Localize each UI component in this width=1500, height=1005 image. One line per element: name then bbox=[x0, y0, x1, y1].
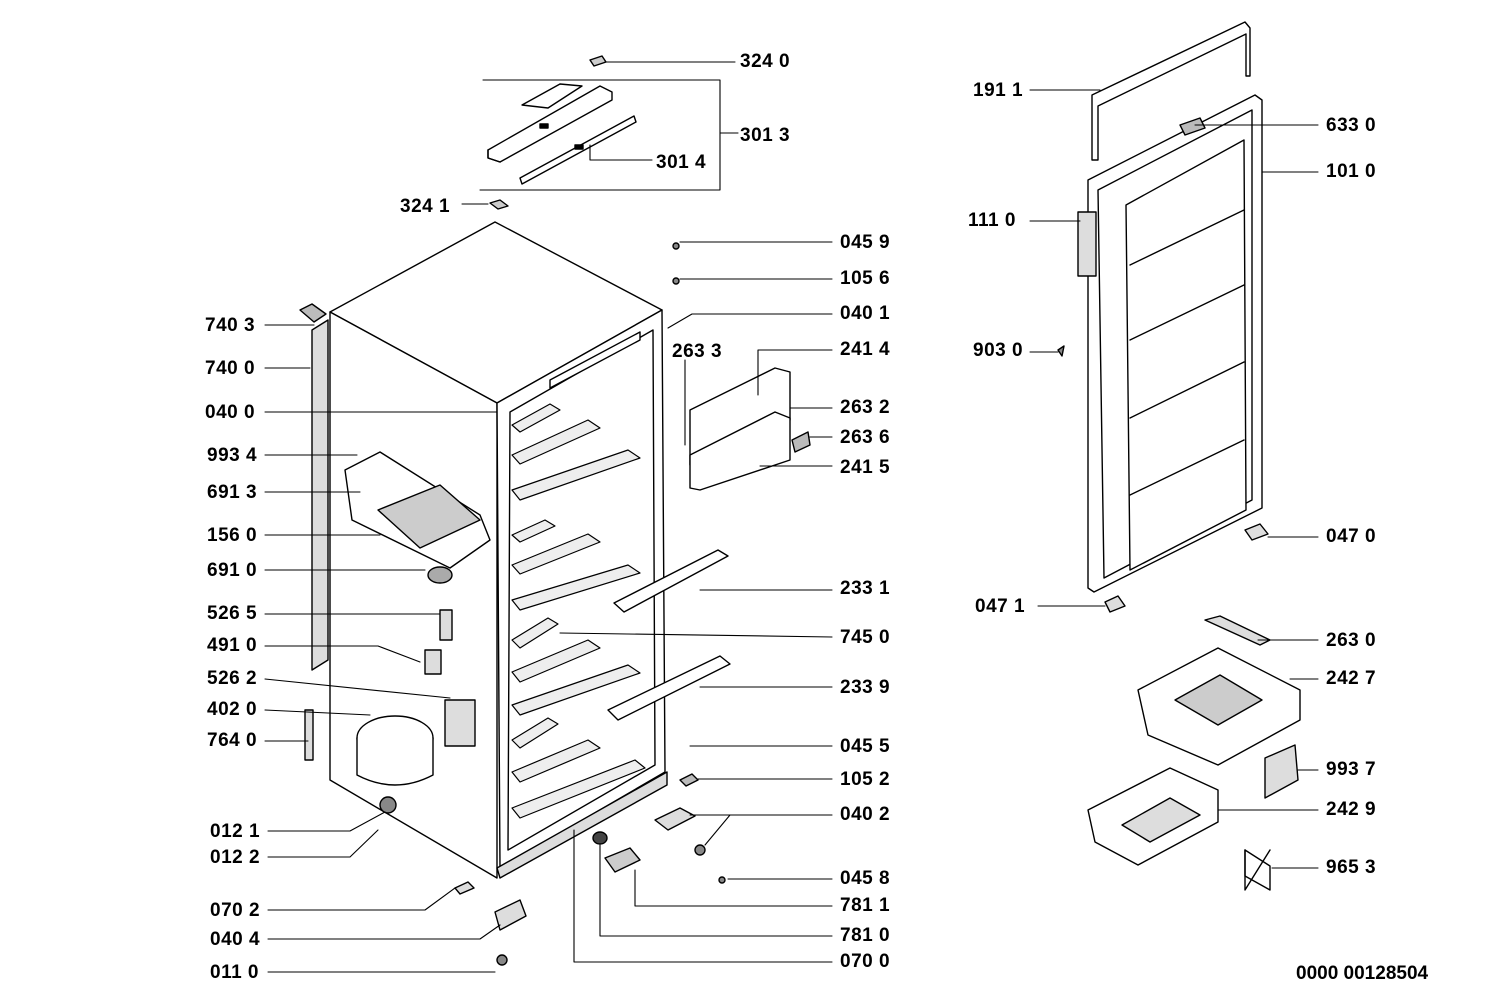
part-label-263-0: 263 0 bbox=[1326, 630, 1377, 651]
part-label-301-3: 301 3 bbox=[740, 125, 791, 146]
part-label-633-0: 633 0 bbox=[1326, 115, 1377, 136]
part-label-156-0: 156 0 bbox=[207, 525, 258, 546]
part-label-233-9: 233 9 bbox=[840, 677, 891, 698]
door-racks-drawing bbox=[454, 242, 811, 966]
part-label-491-0: 491 0 bbox=[207, 635, 258, 656]
part-label-324-0: 324 0 bbox=[740, 51, 791, 72]
part-label-241-5: 241 5 bbox=[840, 457, 891, 478]
part-label-012-1: 012 1 bbox=[210, 821, 261, 842]
part-label-070-0: 070 0 bbox=[840, 951, 891, 972]
part-label-781-0: 781 0 bbox=[840, 925, 891, 946]
part-label-045-5: 045 5 bbox=[840, 736, 891, 757]
part-label-101-0: 101 0 bbox=[1326, 161, 1377, 182]
leader-lines bbox=[264, 61, 1319, 973]
part-label-993-7: 993 7 bbox=[1326, 759, 1377, 780]
part-label-105-2: 105 2 bbox=[840, 769, 891, 790]
part-label-070-2: 070 2 bbox=[210, 900, 261, 921]
part-label-740-0: 740 0 bbox=[205, 358, 256, 379]
part-label-040-0: 040 0 bbox=[205, 402, 256, 423]
part-label-047-1: 047 1 bbox=[975, 596, 1026, 617]
part-label-691-0: 691 0 bbox=[207, 560, 258, 581]
part-label-045-9: 045 9 bbox=[840, 232, 891, 253]
part-label-233-1: 233 1 bbox=[840, 578, 891, 599]
part-label-040-4: 040 4 bbox=[210, 929, 261, 950]
part-label-241-4: 241 4 bbox=[840, 339, 891, 360]
drawers-drawing bbox=[1087, 615, 1301, 891]
part-label-526-2: 526 2 bbox=[207, 668, 258, 689]
document-number: 0000 00128504 bbox=[1296, 963, 1429, 984]
part-label-324-1: 324 1 bbox=[400, 196, 451, 217]
part-label-691-3: 691 3 bbox=[207, 482, 258, 503]
part-label-040-2: 040 2 bbox=[840, 804, 891, 825]
part-label-965-3: 965 3 bbox=[1326, 857, 1377, 878]
part-label-242-9: 242 9 bbox=[1326, 799, 1377, 820]
part-label-781-1: 781 1 bbox=[840, 895, 891, 916]
part-label-745-0: 745 0 bbox=[840, 627, 891, 648]
part-label-526-5: 526 5 bbox=[207, 603, 258, 624]
part-label-301-4: 301 4 bbox=[656, 152, 707, 173]
part-label-263-6: 263 6 bbox=[840, 427, 891, 448]
part-label-764-0: 764 0 bbox=[207, 730, 258, 751]
cabinet-drawing bbox=[299, 221, 668, 879]
part-label-993-4: 993 4 bbox=[207, 445, 258, 466]
part-label-242-7: 242 7 bbox=[1326, 668, 1377, 689]
part-label-012-2: 012 2 bbox=[210, 847, 261, 868]
part-label-111-0: 111 0 bbox=[968, 210, 1016, 231]
part-label-105-6: 105 6 bbox=[840, 268, 891, 289]
part-label-903-0: 903 0 bbox=[973, 340, 1024, 361]
door-drawing bbox=[1057, 21, 1269, 613]
part-label-040-1: 040 1 bbox=[840, 303, 891, 324]
part-label-263-3: 263 3 bbox=[672, 341, 723, 362]
part-label-402-0: 402 0 bbox=[207, 699, 258, 720]
part-label-047-0: 047 0 bbox=[1326, 526, 1377, 547]
part-label-045-8: 045 8 bbox=[840, 868, 891, 889]
control-panel-drawing bbox=[487, 55, 637, 210]
part-label-011-0: 011 0 bbox=[210, 962, 259, 983]
part-label-263-2: 263 2 bbox=[840, 397, 891, 418]
part-label-191-1: 191 1 bbox=[973, 80, 1024, 101]
part-label-740-3: 740 3 bbox=[205, 315, 256, 336]
